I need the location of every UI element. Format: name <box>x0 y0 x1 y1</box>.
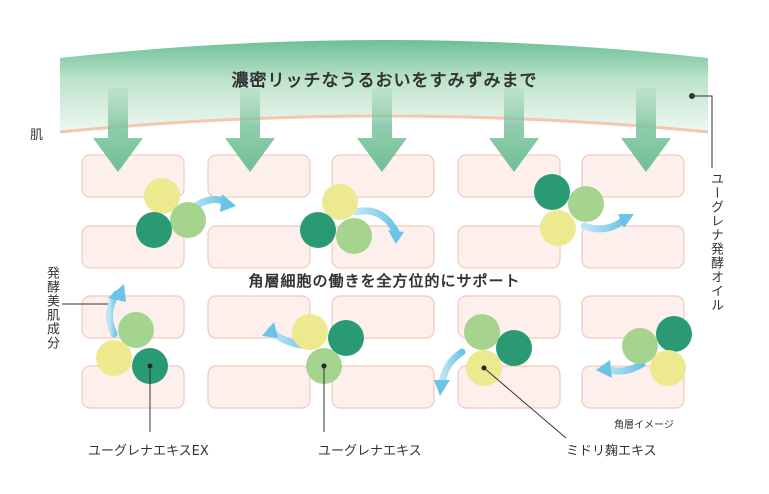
down-arrow-icon <box>357 88 407 172</box>
sphere-cluster-2 <box>300 184 372 254</box>
ingredient-label: 発酵美肌成分 <box>44 266 59 350</box>
cell-row-lower <box>81 295 685 409</box>
cell <box>581 225 685 269</box>
arrow-head-icon <box>596 360 612 378</box>
callout-euglena: ユーグレナエキス <box>318 444 422 459</box>
down-arrow-icon <box>489 88 539 172</box>
oil-leader-dot <box>689 93 695 99</box>
arrow-head-icon <box>434 380 450 396</box>
circular-arrow-icon <box>352 207 400 236</box>
cell <box>581 154 685 198</box>
headline: 濃密リッチなうるおいをすみずみまで <box>231 71 538 91</box>
down-arrow-icon <box>93 88 143 172</box>
callout-midori-koji: ミドリ麹エキス <box>566 444 657 459</box>
down-arrow-icon <box>225 88 275 172</box>
oil-leader-line <box>692 95 713 168</box>
arrow-head-icon <box>388 230 404 244</box>
cell <box>457 225 561 269</box>
sphere-cluster-5 <box>292 314 364 384</box>
cell <box>331 365 435 409</box>
cell-row-upper <box>81 154 685 269</box>
circular-arrow-icon <box>580 216 628 233</box>
arrow-head-icon <box>262 322 278 338</box>
image-caption: 角層イメージ <box>614 420 674 431</box>
sphere-cluster-7 <box>622 316 692 386</box>
oil-label: ユーグレナ発酵オイル <box>708 172 723 312</box>
arrow-head-icon <box>220 194 236 212</box>
middle-text: 角層細胞の働きを全方位的にサポート <box>248 272 521 290</box>
arrow-head-icon <box>108 284 126 302</box>
down-arrow-icon <box>621 88 671 172</box>
cell <box>81 365 185 409</box>
oil-band <box>60 40 708 132</box>
cell <box>207 225 311 269</box>
sphere-cluster-3 <box>534 174 604 246</box>
callout-euglena-ex: ユーグレナエキスEX <box>88 444 209 459</box>
cell <box>207 154 311 198</box>
skin-label: 肌 <box>30 128 44 143</box>
arrow-head-icon <box>618 214 634 228</box>
midori-koji-leader-line <box>483 367 567 439</box>
cell <box>207 365 311 409</box>
sphere-cluster-1 <box>136 178 206 248</box>
